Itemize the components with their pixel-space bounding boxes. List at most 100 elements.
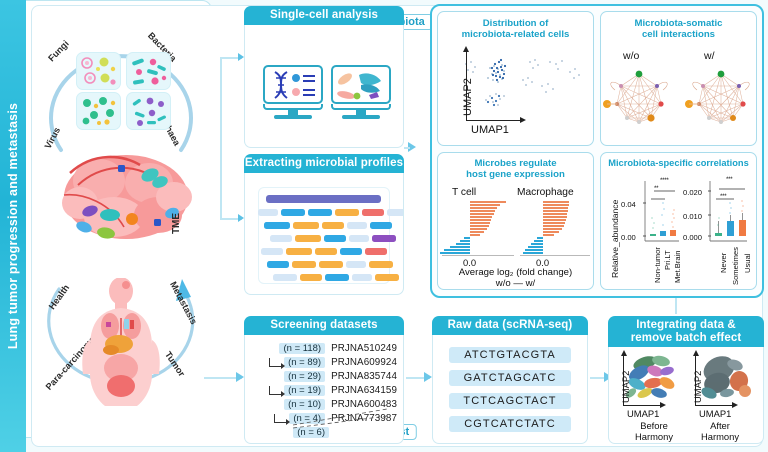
single-cell-panel: Single-cell analysis bbox=[244, 6, 404, 148]
gene-x-axis-label: Average log₂ (fold change) bbox=[458, 267, 573, 278]
tme-label: TME bbox=[171, 212, 183, 235]
corr-right-tick-2: 0.000 bbox=[683, 233, 703, 242]
heatmap-row bbox=[258, 209, 403, 216]
heatmap-cell bbox=[295, 235, 321, 242]
dataset-count: (n = 10) bbox=[284, 398, 326, 410]
corr-right-tick-0: 0.020 bbox=[683, 188, 703, 197]
screening-panel: Screening datasets (n = 118)PRJNA510249(… bbox=[244, 316, 404, 444]
dataset-branch-icon bbox=[269, 357, 286, 369]
heatmap-cell bbox=[270, 235, 292, 242]
corr-left-sig-0: ** bbox=[654, 185, 659, 192]
sidebar-label-bar: Lung tumor progression and metastasis bbox=[0, 0, 26, 452]
microbiota-ring bbox=[49, 54, 193, 152]
gene-legend: w/o — w/ bbox=[495, 278, 536, 289]
heatmap-cell bbox=[325, 274, 349, 281]
integrating-title-line1: Integrating data & bbox=[636, 318, 736, 331]
arrow-head-raw bbox=[424, 372, 432, 382]
heatmap-cell bbox=[258, 209, 278, 216]
heatmap-cell bbox=[308, 209, 332, 216]
heatmap-row bbox=[264, 222, 392, 229]
umap-before-harmony: UMAP2 UMAP1 Before Harmony bbox=[615, 350, 687, 443]
umap-before-x-label: UMAP1 bbox=[627, 408, 660, 419]
dataset-callout-lines bbox=[292, 408, 388, 429]
interactions-panel: Microbiota-somatic cell interactions w/o… bbox=[600, 11, 757, 146]
heatmap-cell bbox=[319, 261, 343, 268]
arrow-head-extracting bbox=[238, 214, 244, 222]
umap-after-y-label: UMAP2 bbox=[692, 370, 703, 403]
gene-expression-panel: Microbes regulate host gene expression T… bbox=[437, 152, 594, 290]
corr-left-cat-1: Pri.LT bbox=[663, 250, 672, 270]
dataset-accession: PRJNA510249 bbox=[331, 342, 397, 354]
heatmap-cell bbox=[322, 222, 344, 229]
heatmap-cell bbox=[293, 222, 319, 229]
heatmap-cell bbox=[335, 209, 359, 216]
dataset-row: (n = 10)PRJNA600483 bbox=[253, 397, 397, 411]
gene-fold-change-bars bbox=[440, 201, 590, 256]
dataset-list: (n = 118)PRJNA510249(n = 89)PRJNA609924(… bbox=[253, 341, 397, 439]
sequence-row: TCTCAGCTACT bbox=[449, 393, 571, 409]
interactions-label-w: w/ bbox=[704, 50, 715, 62]
heatmap-cell bbox=[362, 209, 384, 216]
interactions-label-wo: w/o bbox=[623, 50, 640, 62]
screening-title: Screening datasets bbox=[244, 316, 404, 335]
umap-after-harmony: UMAP2 UMAP1 After Harmony bbox=[687, 350, 759, 443]
dataset-count: (n = 118) bbox=[279, 342, 326, 354]
dataset-row: (n = 89)PRJNA609924 bbox=[253, 355, 397, 369]
heatmap-cell bbox=[273, 274, 297, 281]
heatmap-row bbox=[267, 261, 393, 268]
heatmap-cell bbox=[369, 261, 393, 268]
dataset-row: (n = 118) PRJNA510249 bbox=[253, 341, 397, 355]
distribution-y-axis bbox=[466, 52, 468, 120]
heatmap-cell bbox=[286, 248, 312, 255]
arrow-head-screening bbox=[236, 372, 244, 382]
corr-right-cat-2: Usual bbox=[743, 253, 752, 273]
sidebar-label-text: Lung tumor progression and metastasis bbox=[6, 102, 21, 350]
gene-group-tcell: T cell bbox=[452, 187, 477, 198]
corr-right-cat-1: Sometimes bbox=[731, 247, 740, 285]
extracting-profiles-panel: Extracting microbial profiles bbox=[244, 154, 404, 295]
integrating-panel: Integrating data & remove batch effect bbox=[608, 316, 764, 444]
distribution-x-arrow bbox=[520, 117, 526, 123]
heatmap-cell bbox=[365, 248, 387, 255]
corr-right-sig-0: *** bbox=[726, 176, 733, 183]
heatmap-cell bbox=[261, 248, 283, 255]
gene-title-line1: Microbes regulate bbox=[474, 158, 557, 169]
connector-left-to-singlecell bbox=[220, 57, 242, 59]
dataset-accession: PRJNA835744 bbox=[331, 370, 397, 382]
heatmap-cell bbox=[281, 209, 305, 216]
distribution-title-line2: microbiota-related cells bbox=[461, 28, 570, 40]
umap-after-x-label: UMAP1 bbox=[699, 408, 732, 419]
network-diagrams bbox=[603, 70, 750, 124]
corr-left-cat-2: Met.Brain bbox=[673, 250, 682, 284]
umap-after-caption-2: Harmony bbox=[700, 431, 740, 442]
heatmap-cell bbox=[370, 222, 392, 229]
dataset-count: (n = 19) bbox=[284, 384, 326, 396]
corr-right-cat-0: Never bbox=[719, 252, 728, 273]
dna-helix-icon bbox=[263, 65, 323, 119]
microbe-cell-bacteria bbox=[126, 52, 171, 90]
correlations-panel: Microbiota-specific correlations Relativ… bbox=[600, 152, 757, 290]
raw-data-title: Raw data (scRNA-seq) bbox=[432, 316, 588, 335]
umap-after-caption-1: After bbox=[710, 420, 730, 431]
dataset-row: (n = 19) PRJNA634159 bbox=[253, 383, 397, 397]
dataset-accession: PRJNA634159 bbox=[331, 384, 397, 396]
correlations-y-label: Relative_abundance bbox=[610, 199, 620, 278]
distribution-y-label: UMAP2 bbox=[462, 78, 474, 116]
arrow-head-singlecell bbox=[238, 53, 244, 61]
dataset-accession: PRJNA609924 bbox=[331, 356, 397, 368]
heatmap-cell bbox=[340, 248, 362, 255]
connector-left-vertical bbox=[220, 57, 222, 219]
heatmap-cell bbox=[267, 261, 289, 268]
corr-right-tick-1: 0.010 bbox=[683, 212, 703, 221]
sequence-row: ATCTGTACGTA bbox=[449, 347, 571, 363]
heatmap-cell bbox=[349, 235, 369, 242]
correlations-left-chart: 0.04 0.00 ** **** Non-tumor Pri.LT Met.B… bbox=[621, 173, 685, 285]
heatmap-row bbox=[273, 274, 399, 281]
distribution-y-arrow bbox=[463, 46, 469, 52]
single-cell-title: Single-cell analysis bbox=[244, 6, 404, 25]
corr-left-cat-0: Non-tumor bbox=[653, 247, 662, 283]
left-panel-inner: Microbiota Fungi Bacteria Virus Archaea bbox=[31, 5, 763, 447]
